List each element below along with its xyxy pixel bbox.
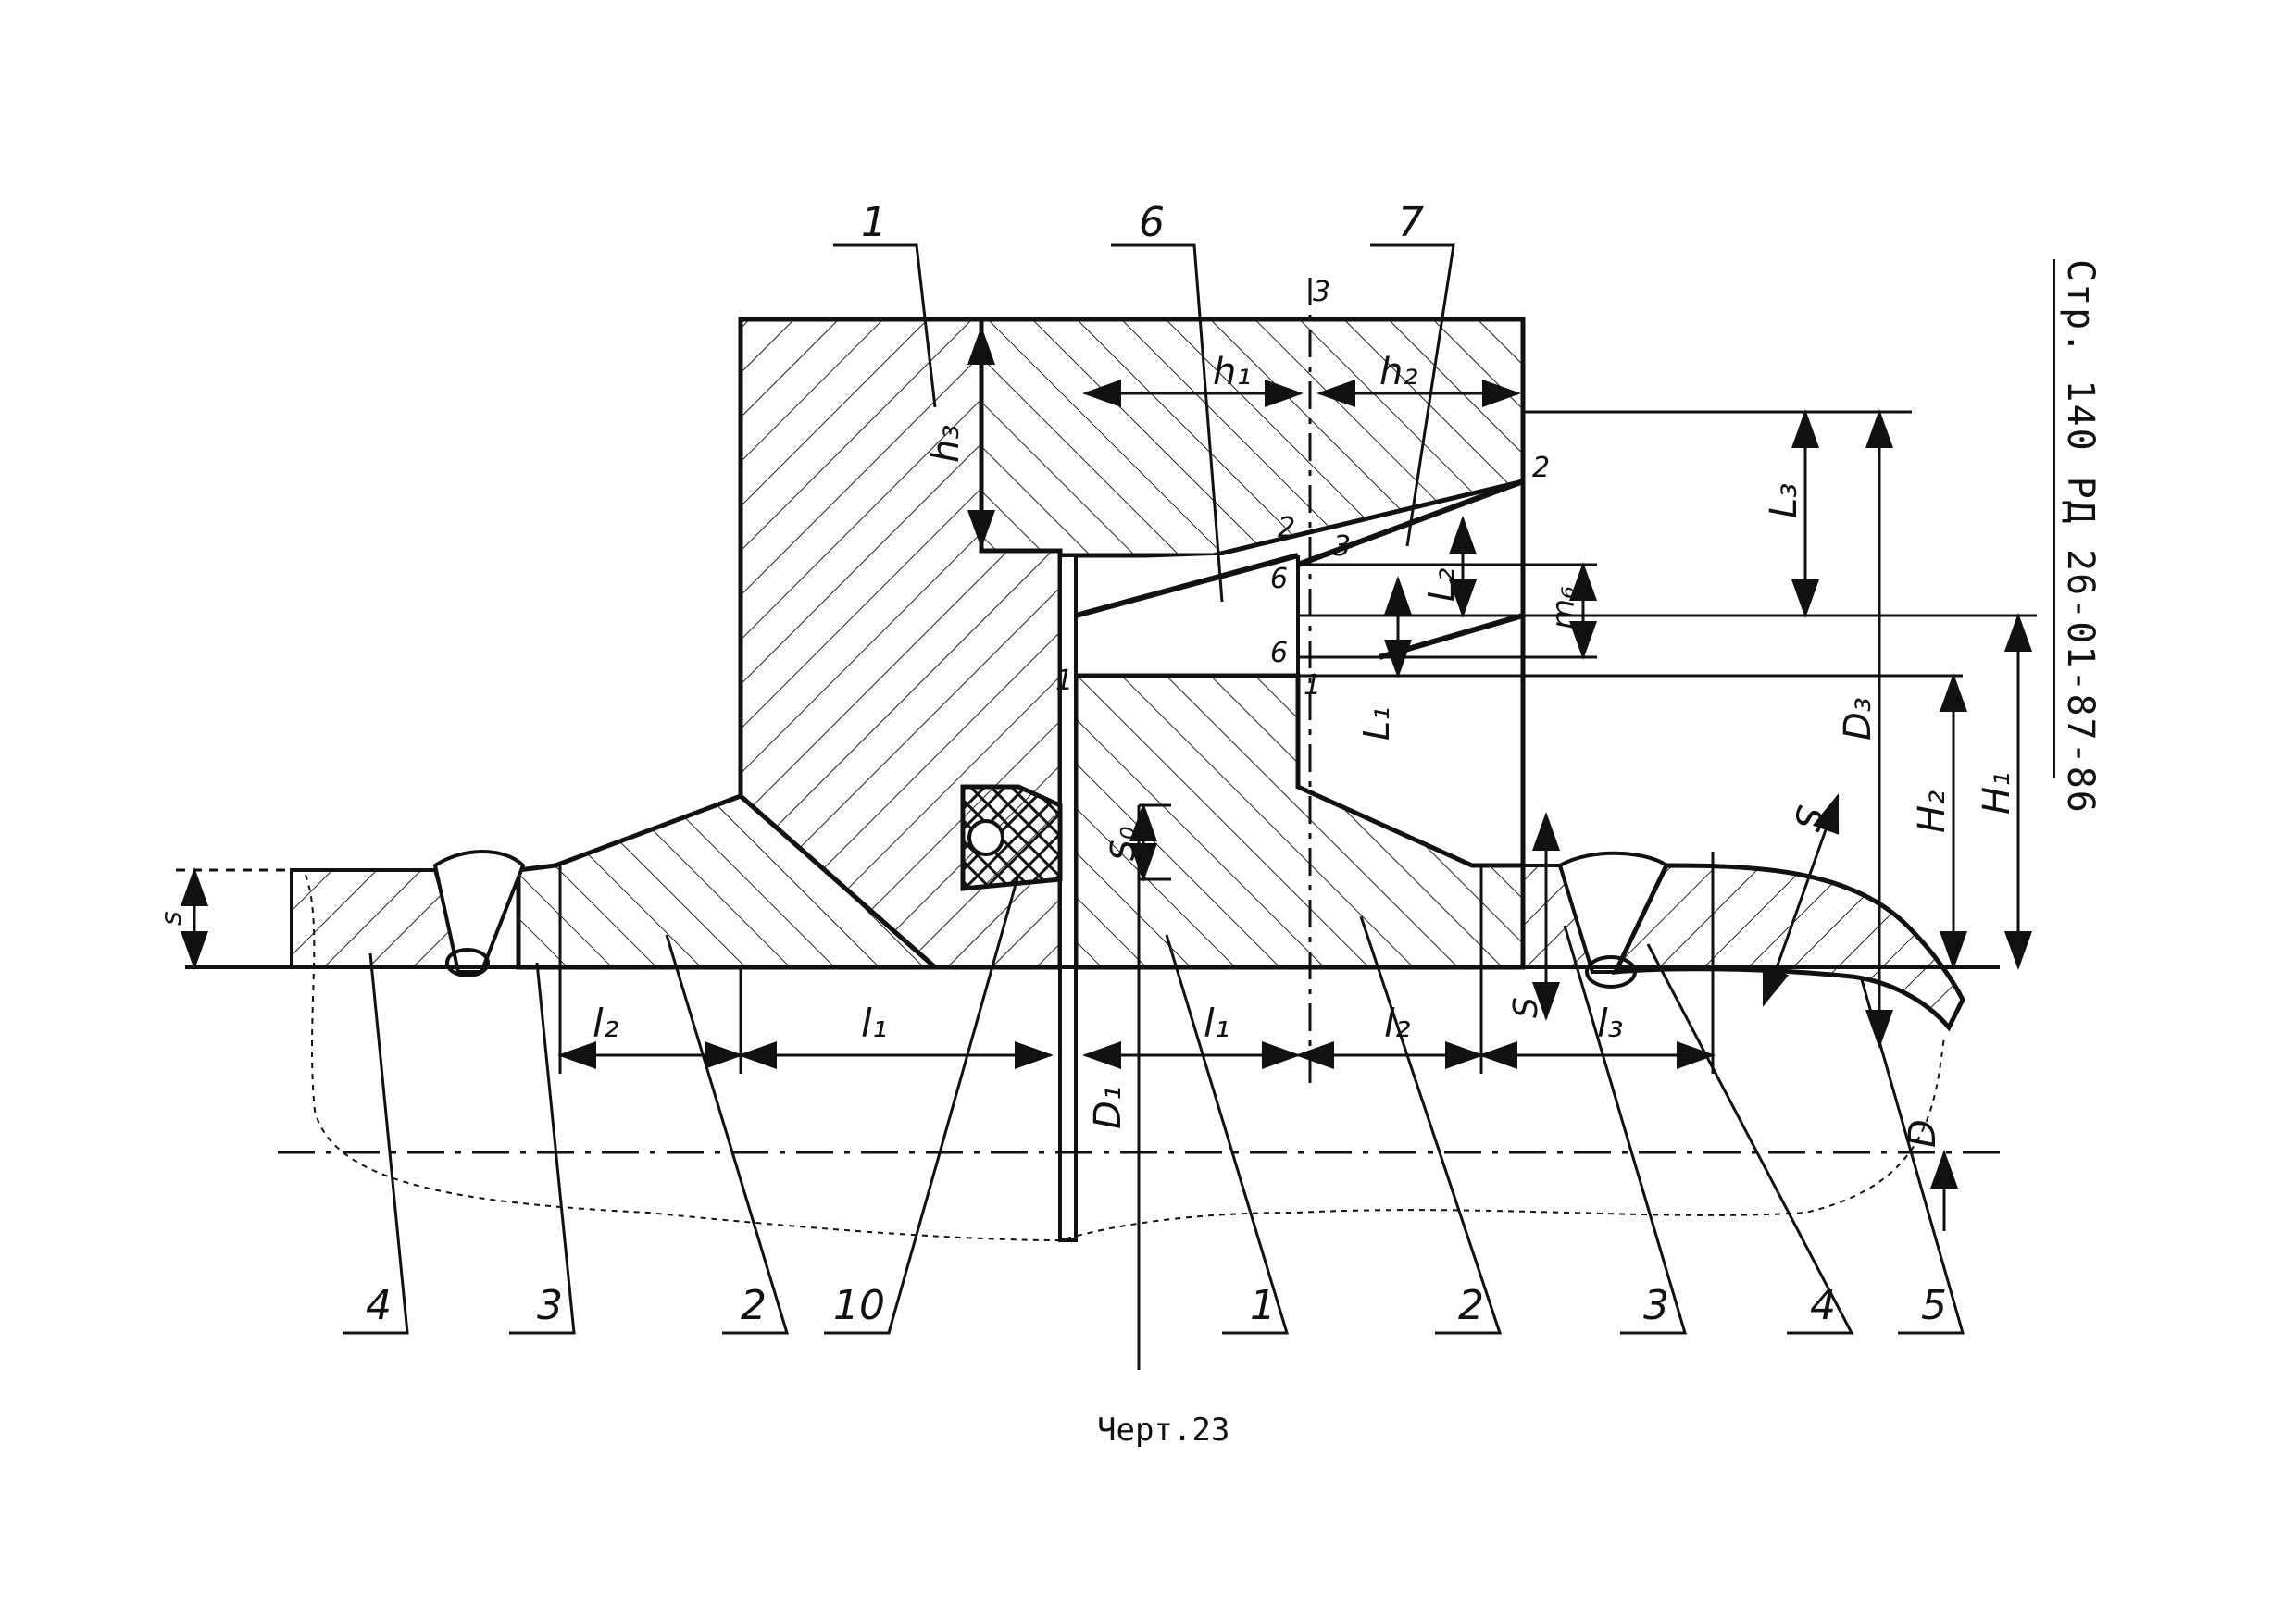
- dim-l1-left: l₁: [861, 1001, 888, 1046]
- callout-10: 10: [833, 1282, 885, 1329]
- callout-7-top: 7: [1398, 199, 1424, 246]
- center-lines: [185, 278, 2000, 1370]
- dim-H2: H₂: [1911, 790, 1953, 833]
- dim-h1: h₁: [1213, 351, 1251, 393]
- right-pipe-section: [1521, 851, 1965, 1032]
- drawing-caption: Черт.23: [1097, 1412, 1230, 1449]
- flange-body-right-top: [979, 317, 1526, 558]
- callout-1-top: 1: [861, 199, 887, 246]
- dimension-lines: [181, 326, 2037, 1231]
- callout-3-right: 3: [1643, 1282, 1669, 1329]
- gasket-slot: [960, 554, 1078, 1242]
- callout-3-left: 3: [537, 1282, 563, 1329]
- dim-D: D: [1902, 1119, 1944, 1148]
- dim-S0: S₀: [1104, 827, 1142, 861]
- callout-4-right: 4: [1810, 1282, 1836, 1329]
- dim-L1: L₁: [1356, 707, 1397, 741]
- dim-l3: l₃: [1597, 1001, 1624, 1046]
- dim-s-left: s: [156, 911, 188, 926]
- point-2-mid: 2: [1278, 512, 1295, 544]
- break-outline: [305, 874, 1945, 1242]
- left-pipe-section: [176, 850, 526, 977]
- dim-h2: h₂: [1379, 351, 1417, 393]
- left-hub-taper: [516, 793, 942, 970]
- dim-D1: D₁: [1087, 1086, 1129, 1129]
- point-2-right: 2: [1532, 452, 1550, 484]
- dim-l2-left: l₂: [593, 1001, 619, 1046]
- point-3-top: 3: [1313, 276, 1330, 308]
- elbow-wall: [1611, 863, 1965, 1032]
- point-6-lower: 6: [1270, 637, 1288, 669]
- leader-lines: [343, 243, 1965, 1335]
- point-1-right: 1: [1304, 669, 1321, 702]
- dim-S-right: S: [1507, 997, 1545, 1018]
- left-weld-bead: [445, 948, 490, 977]
- callout-2-left: 2: [741, 1282, 767, 1329]
- dim-l2-right: l₂: [1384, 1001, 1411, 1046]
- callout-2-right: 2: [1458, 1282, 1484, 1329]
- dim-D3: D₃: [1837, 697, 1879, 741]
- callout-6-top: 6: [1139, 199, 1165, 246]
- point-1-left: 1: [1055, 665, 1073, 697]
- dim-L3: L₃: [1763, 483, 1805, 518]
- callout-1-bottom: 1: [1250, 1282, 1276, 1329]
- dim-m6: m₆: [1545, 586, 1582, 629]
- point-3-mid: 3: [1333, 530, 1351, 563]
- point-6-upper: 6: [1270, 563, 1288, 595]
- dim-l1-right: l₁: [1204, 1001, 1230, 1046]
- document-code: Стр. 140 РД 26-01-87-86: [2053, 259, 2102, 815]
- dim-S-diagonal: S: [1787, 802, 1834, 835]
- dim-L2: L₂: [1421, 568, 1462, 602]
- callout-4-left: 4: [366, 1282, 392, 1329]
- dim-h3: h₃: [925, 425, 967, 463]
- dim-H1: H₁: [1976, 772, 2018, 815]
- o-ring-icon: [967, 819, 1004, 856]
- callout-5: 5: [1921, 1282, 1947, 1329]
